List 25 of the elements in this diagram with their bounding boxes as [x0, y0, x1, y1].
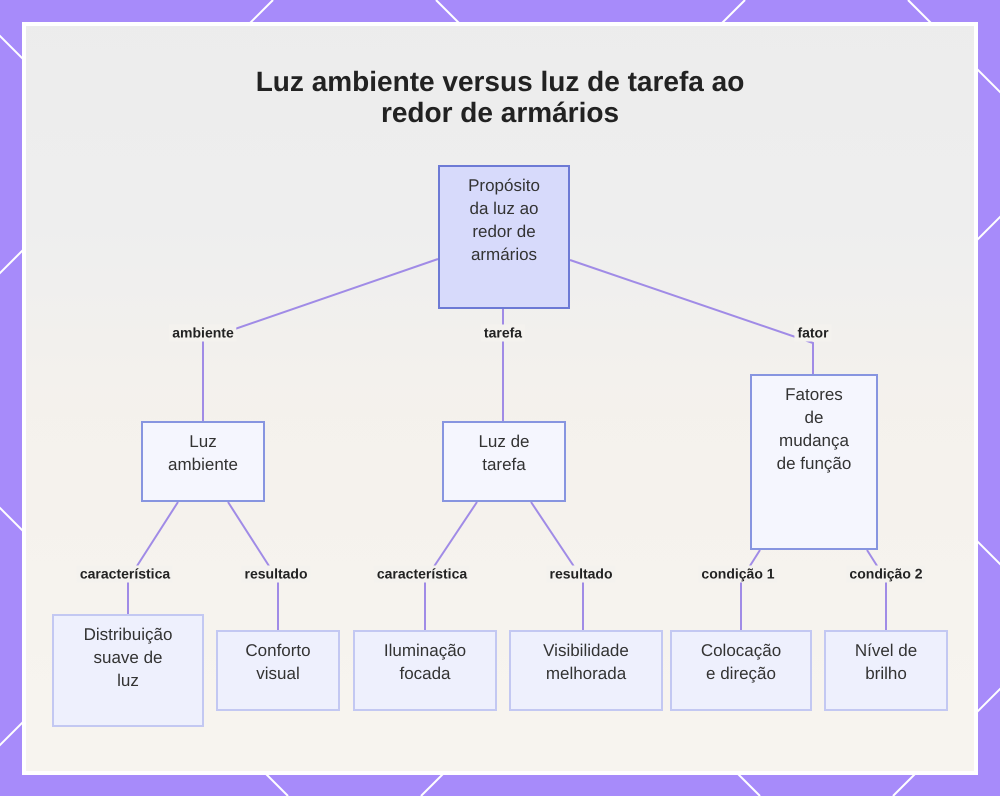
- node-text: Nível de brilho: [854, 640, 918, 685]
- concept-box: [438, 165, 570, 309]
- concept-box: [52, 614, 204, 727]
- concept-box: [750, 374, 878, 550]
- node-text: Luz ambiente: [167, 431, 239, 476]
- concept-box: [670, 630, 812, 711]
- node-text: Luz de tarefa: [477, 431, 531, 476]
- node-text: Conforto visual: [244, 640, 312, 685]
- connector-line: [424, 501, 478, 630]
- node-text: Colocação e direção: [700, 640, 782, 685]
- concept-box: [141, 421, 265, 502]
- node-text: Distribuição suave de luz: [82, 624, 174, 692]
- concept-box: [509, 630, 663, 711]
- node-text: Fatores de mudança de função: [776, 384, 852, 475]
- connector-line: [202, 258, 438, 421]
- node-text: Propósito da luz ao redor de armários: [467, 175, 541, 266]
- node-text: Visibilidade melhorada: [542, 640, 630, 685]
- connector-line: [530, 501, 584, 630]
- connector-line: [570, 259, 814, 374]
- concept-box: [216, 630, 340, 711]
- diagram-title: Luz ambiente versus luz de tarefa ao redor de armários: [254, 66, 746, 128]
- concept-box: [353, 630, 497, 711]
- concept-box: [824, 630, 948, 711]
- concept-box: [442, 421, 566, 502]
- node-text: Iluminação focada: [382, 640, 468, 685]
